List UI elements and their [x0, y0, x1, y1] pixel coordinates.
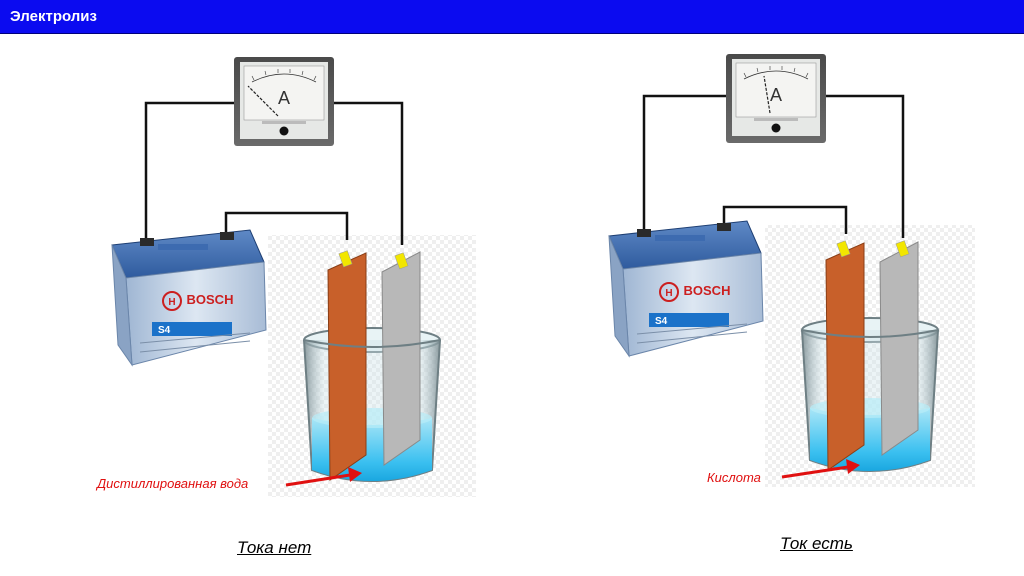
- beaker-front-rim: [801, 329, 939, 338]
- result-caption-left: Тока нет: [237, 538, 312, 557]
- arrow-left: [285, 467, 362, 487]
- beaker-front-rim: [303, 339, 441, 348]
- ammeter: A: [234, 57, 334, 146]
- ammeter-symbol: A: [770, 85, 782, 105]
- ammeter-needle: [247, 85, 279, 117]
- wire-circuit: [642, 94, 905, 240]
- solution-label-left: Дистиллированная вода: [97, 476, 249, 491]
- ammeter-symbol: A: [278, 88, 290, 108]
- wire-circuit: [144, 101, 404, 245]
- car-battery: H BOSCH S4: [608, 220, 764, 358]
- arrow-right: [781, 459, 860, 479]
- battery-brand: BOSCH: [684, 283, 731, 298]
- electrode-zinc: [381, 251, 421, 466]
- battery-model: S4: [158, 325, 171, 336]
- ammeter-knob: [279, 126, 289, 136]
- battery-model: S4: [655, 316, 668, 327]
- electrode-zinc: [879, 240, 919, 456]
- solution-label-right: Кислота: [707, 470, 761, 485]
- car-battery: H BOSCH S4: [111, 229, 267, 367]
- battery-brand: BOSCH: [187, 292, 234, 307]
- svg-text:H: H: [168, 297, 175, 308]
- electrode-copper: [327, 250, 367, 481]
- ammeter-needle: [763, 75, 771, 114]
- result-caption-right: Ток есть: [780, 534, 853, 553]
- svg-text:H: H: [665, 288, 672, 299]
- ammeter-knob: [771, 123, 781, 133]
- header-bar: Электролиз: [0, 0, 1024, 34]
- electrode-copper: [825, 240, 865, 471]
- slide-title: Электролиз: [10, 8, 97, 25]
- ammeter: A: [726, 54, 826, 143]
